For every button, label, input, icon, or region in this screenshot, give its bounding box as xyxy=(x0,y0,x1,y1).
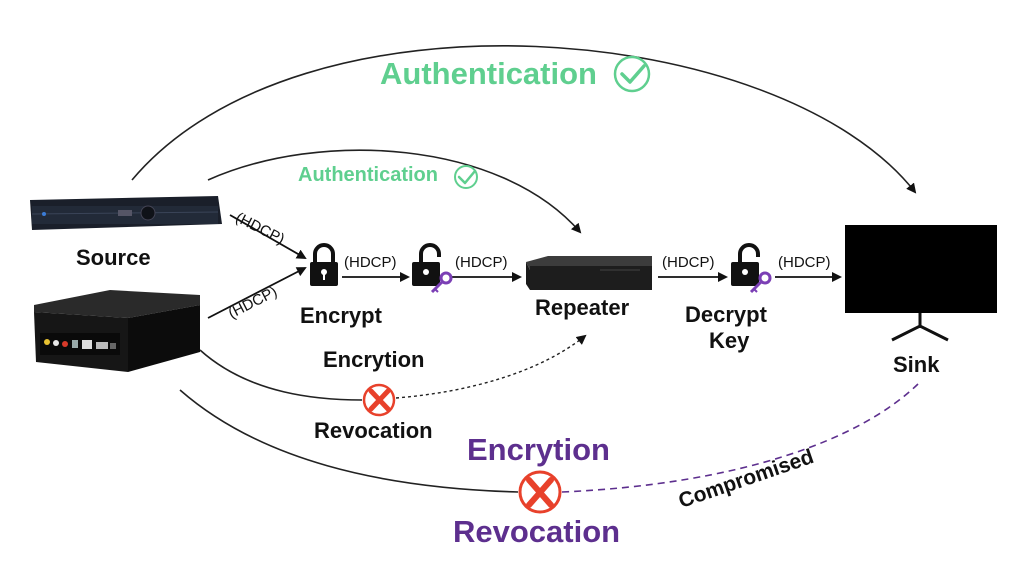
cross-circle-icon xyxy=(362,383,396,417)
repeater-device xyxy=(526,256,652,290)
authentication-label-repeater: Authentication xyxy=(298,164,438,186)
repeater-label: Repeater xyxy=(535,295,630,320)
source-settop-box xyxy=(30,196,222,230)
source-label: Source xyxy=(76,245,151,270)
authentication-label-main: Authentication xyxy=(380,56,597,91)
cross-circle-icon xyxy=(518,470,562,514)
hdcp-tag: (HDCP) xyxy=(344,254,397,271)
arrow-source-to-lock xyxy=(229,214,307,259)
arrow-box-to-lock xyxy=(207,267,307,319)
arc-source-to-sink-auth xyxy=(131,45,917,194)
check-circle-icon xyxy=(613,55,651,93)
arc-box-to-revoke-big xyxy=(179,389,519,493)
padlock-open-key-icon xyxy=(412,243,453,294)
revocation-label-big: Revocation xyxy=(453,514,621,549)
padlock-closed-icon xyxy=(310,243,338,286)
hdcp-tag: (HDCP) xyxy=(662,254,715,271)
hdcp-tag: (HDCP) xyxy=(778,254,831,271)
dashed-revoke-to-repeater xyxy=(395,334,587,399)
padlock-open-key-icon xyxy=(731,243,772,294)
arc-source-to-repeater-auth xyxy=(207,149,582,234)
revocation-label-small: Revocation xyxy=(314,418,433,443)
sink-monitor xyxy=(845,225,997,342)
hdcp-tag: (HDCP) xyxy=(455,254,508,271)
check-circle-icon xyxy=(454,165,478,189)
media-player-box xyxy=(34,290,200,372)
key-label: Key xyxy=(709,328,750,353)
encrypt-label: Encrypt xyxy=(300,303,382,328)
decrypt-label: Decrypt xyxy=(685,302,767,327)
encryption-label-small: Encrytion xyxy=(323,347,425,372)
encryption-label-big: Encrytion xyxy=(467,432,610,467)
arc-box-to-revoke-small xyxy=(199,349,363,401)
sink-label: Sink xyxy=(893,352,940,377)
